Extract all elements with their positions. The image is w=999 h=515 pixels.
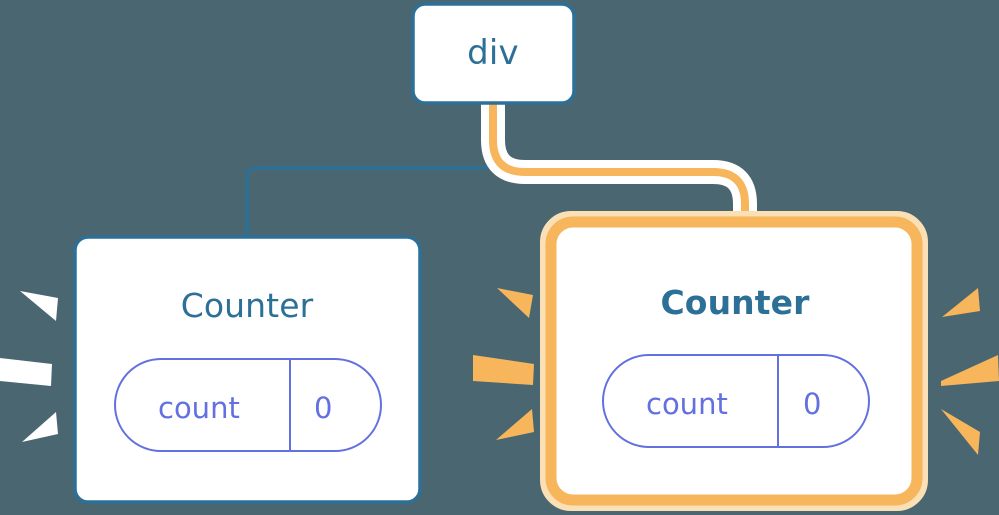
state-pill-right — [602, 354, 870, 448]
spark-icon — [497, 288, 533, 318]
edge-div-to-counter-right — [489, 103, 749, 240]
state-pill-right-key: count — [646, 387, 728, 421]
spark-icon — [942, 288, 980, 317]
edge-div-to-counter-left — [245, 101, 495, 240]
node-counter-left[interactable] — [73, 235, 422, 504]
node-counter-left-label: Counter — [180, 286, 314, 325]
spark-icon — [22, 412, 58, 442]
state-pill-right-outline — [602, 354, 870, 448]
node-counter-right-halo — [540, 211, 928, 511]
node-div-box — [411, 2, 576, 105]
spark-icon — [941, 409, 980, 455]
state-pill-left-key: count — [158, 391, 240, 425]
state-pill-left — [114, 358, 382, 452]
spark-group-right-counter-left-side — [473, 288, 534, 440]
spark-icon — [473, 355, 534, 385]
state-pill-left-outline — [114, 358, 382, 452]
spark-icon — [0, 358, 52, 386]
node-div[interactable] — [411, 2, 576, 105]
spark-group-left-counter — [0, 291, 58, 442]
node-counter-right-label: Counter — [660, 283, 810, 322]
spark-icon — [941, 355, 999, 386]
node-counter-right[interactable] — [540, 211, 928, 511]
spark-icon — [496, 409, 534, 440]
state-pill-right-value: 0 — [803, 387, 822, 421]
state-pill-left-value: 0 — [314, 391, 333, 425]
node-div-label: div — [467, 33, 519, 73]
spark-icon — [20, 291, 58, 321]
spark-group-right-counter-right-side — [941, 288, 999, 455]
